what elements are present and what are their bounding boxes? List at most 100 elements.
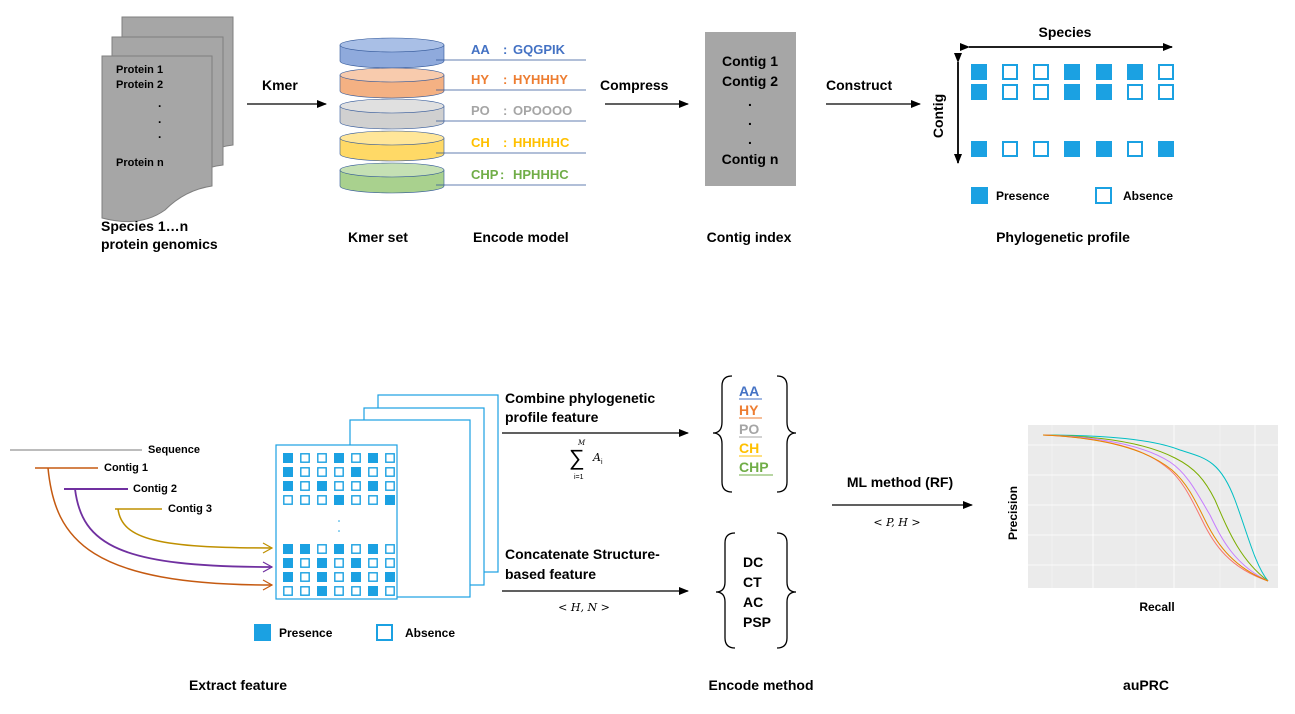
- kmer-cylinder-chp: [339, 162, 445, 194]
- contig-2-curve: [74, 488, 274, 573]
- contig-2-text: Contig 2: [722, 73, 778, 89]
- encoding-value: GQGPIK: [513, 42, 566, 57]
- encoding-value: HPHHHC: [513, 167, 569, 182]
- encode-method-caption: Encode method: [708, 677, 813, 693]
- encoding-key: HY: [471, 72, 489, 87]
- ellipsis-dot: .: [748, 112, 752, 128]
- presence-cell: [1096, 64, 1112, 80]
- ellipsis-dot: .: [158, 96, 161, 110]
- absence-cell: [1033, 141, 1049, 157]
- prc-y-axis-label: Precision: [1006, 486, 1020, 540]
- protein-documents-stack: Protein 1 Protein 2 . . . Protein n: [101, 16, 234, 223]
- presence-cell: [283, 481, 293, 491]
- presence-cell: [317, 572, 327, 582]
- presence-cell: [283, 453, 293, 463]
- absence-cell: [300, 467, 310, 477]
- prc-curves: [1042, 434, 1269, 582]
- encoding-value: HHHHHC: [513, 135, 570, 150]
- encoding-separator: :: [503, 72, 507, 87]
- absence-cell: [385, 453, 395, 463]
- absence-cell: [1002, 141, 1018, 157]
- absence-cell: [317, 544, 327, 554]
- concat-formula: < H, N >: [558, 601, 610, 614]
- absence-cell: [300, 481, 310, 491]
- presence-cell: [1096, 84, 1112, 100]
- absence-cell: [368, 572, 378, 582]
- contig-2-label: Contig 2: [133, 483, 177, 495]
- absence-cell: [334, 481, 344, 491]
- encode-model-caption: Encode model: [473, 229, 569, 245]
- combine-left-brace: [712, 375, 733, 493]
- ml-method-formula: < P, H >: [873, 516, 920, 529]
- absence-cell: [368, 495, 378, 505]
- presence-cell: [351, 467, 361, 477]
- absence-cell: [385, 544, 395, 554]
- encoding-key: CHP: [471, 167, 499, 182]
- absence-cell: [283, 586, 293, 596]
- presence-cell: [351, 558, 361, 568]
- ellipsis-dot: .: [158, 127, 161, 141]
- absence-legend-label-bottom: Absence: [405, 626, 455, 640]
- construct-label: Construct: [826, 77, 892, 93]
- phylogenetic-profile-caption: Phylogenetic profile: [996, 229, 1130, 245]
- compress-label: Compress: [600, 77, 669, 93]
- presence-legend-swatch-bottom: [254, 624, 271, 641]
- combine-item: AA: [739, 383, 759, 399]
- presence-cell: [334, 544, 344, 554]
- presence-cell: [300, 544, 310, 554]
- structure-item: AC: [743, 594, 763, 610]
- ellipsis-dot: .: [748, 131, 752, 147]
- species-axis-label: Species: [1039, 24, 1092, 40]
- sum-symbol: ∑: [569, 445, 585, 470]
- contig-1-label: Contig 1: [104, 462, 148, 474]
- sum-formula: M ∑ A i i=1: [569, 439, 603, 481]
- absence-cell: [1033, 84, 1049, 100]
- encoding-key: AA: [471, 42, 490, 57]
- kmer-cylinder-aa: [339, 37, 445, 69]
- presence-legend-label: Presence: [996, 189, 1050, 203]
- prc-curve: [1042, 434, 1269, 582]
- absence-cell: [1127, 84, 1143, 100]
- sequence-tree: Sequence Contig 1 Contig 2 Contig 3: [10, 444, 274, 591]
- absence-cell: [1002, 84, 1018, 100]
- sequence-label: Sequence: [148, 444, 200, 456]
- species-caption-line2: protein genomics: [101, 236, 218, 252]
- phylogenetic-profile-grid: [971, 64, 1174, 157]
- contig-1-text: Contig 1: [722, 53, 778, 69]
- structure-item: CT: [743, 574, 762, 590]
- presence-cell: [368, 586, 378, 596]
- prc-gridlines: [1028, 425, 1278, 588]
- absence-cell: [385, 586, 395, 596]
- absence-cell: [283, 495, 293, 505]
- absence-cell: [385, 558, 395, 568]
- sum-term: A: [592, 451, 601, 464]
- presence-legend-label-bottom: Presence: [279, 626, 333, 640]
- contig-index-caption: Contig index: [707, 229, 792, 245]
- presence-cell: [1127, 64, 1143, 80]
- auprc-caption: auPRC: [1123, 677, 1169, 693]
- absence-legend-label: Absence: [1123, 189, 1173, 203]
- precision-recall-plot: Precision Recall: [1006, 425, 1278, 614]
- absence-cell: [334, 572, 344, 582]
- combine-item: CHP: [739, 459, 769, 475]
- absence-cell: [334, 467, 344, 477]
- absence-cell: [1033, 64, 1049, 80]
- species-caption-line1: Species 1…n: [101, 218, 188, 234]
- absence-cell: [1158, 64, 1174, 80]
- combine-item: HY: [739, 402, 759, 418]
- prc-panel: [1028, 425, 1278, 588]
- absence-cell: [351, 544, 361, 554]
- presence-cell: [368, 544, 378, 554]
- absence-cell: [300, 453, 310, 463]
- ellipsis-dot: [338, 530, 340, 532]
- contig-1-curve: [47, 467, 274, 591]
- structure-right-brace: [776, 532, 797, 649]
- presence-cell: [1064, 64, 1080, 80]
- presence-cell: [971, 64, 987, 80]
- absence-cell: [351, 586, 361, 596]
- presence-cell: [317, 481, 327, 491]
- presence-cell: [283, 467, 293, 477]
